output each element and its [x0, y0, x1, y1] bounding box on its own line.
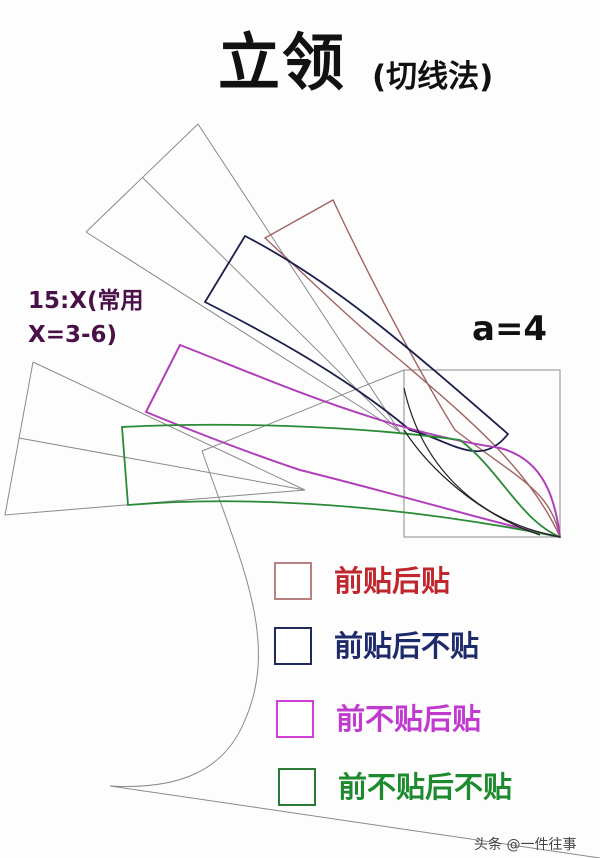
guide-wedges [4, 123, 600, 858]
collar-green [121, 423, 561, 538]
construction-arcs [403, 387, 561, 538]
legend-label-navy: 前贴后不贴 [334, 628, 480, 663]
legend-swatch-magenta [276, 700, 314, 738]
collar-navy [203, 234, 510, 453]
legend-label-red: 前贴后贴 [334, 563, 451, 598]
ratio-note-line1: 15:X(常用 [28, 288, 144, 314]
ratio-note-line2: X=3-6) [28, 322, 118, 348]
collar-red [263, 199, 561, 538]
legend-item-green: 前不贴后不贴 [278, 768, 512, 806]
legend-swatch-red [274, 562, 312, 600]
legend-item-red: 前贴后贴 [274, 562, 450, 600]
legend-label-green: 前不贴后不贴 [338, 769, 513, 804]
legend-item-navy: 前贴后不贴 [274, 627, 479, 665]
legend-item-magenta: 前不贴后贴 [276, 700, 481, 738]
ratio-note: 15:X(常用 X=3-6) [28, 284, 143, 352]
parameter-label: a=4 [472, 309, 548, 349]
legend-label-magenta: 前不贴后贴 [336, 701, 482, 736]
page-subtitle: (切线法) [372, 59, 494, 95]
legend-swatch-navy [274, 627, 312, 665]
legend-swatch-green [278, 768, 316, 806]
page-title: 立领 [218, 26, 347, 99]
collar-magenta [144, 343, 562, 539]
watermark: 头条 @一件往事 [474, 837, 577, 853]
